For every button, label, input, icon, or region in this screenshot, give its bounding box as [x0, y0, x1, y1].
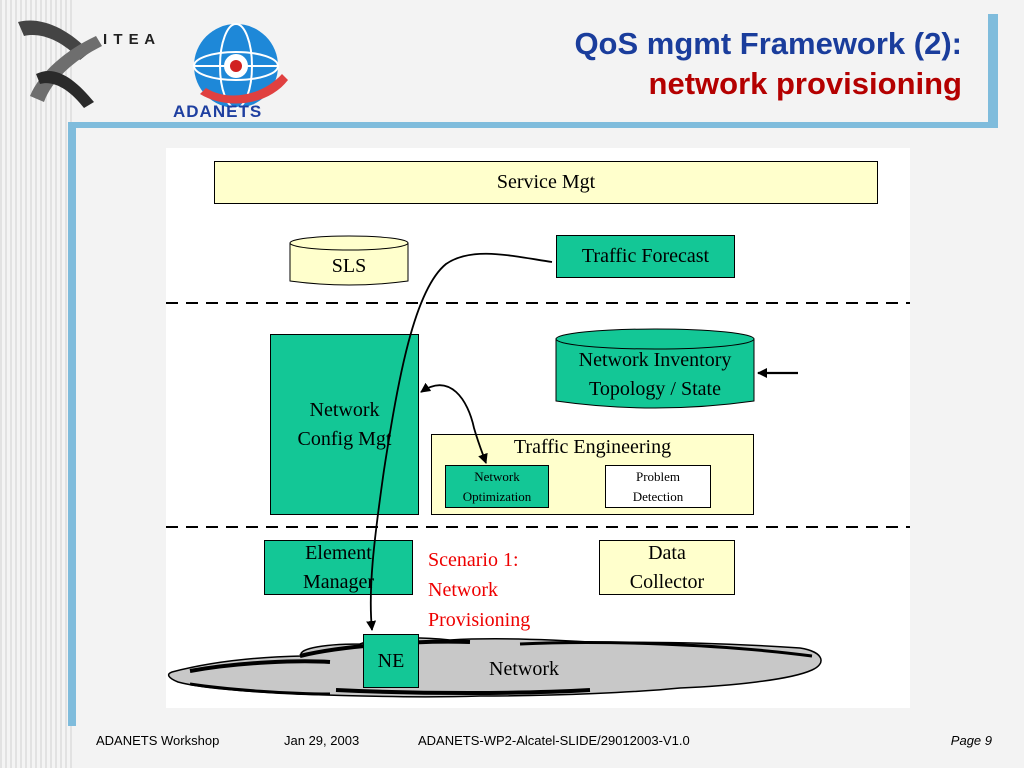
traffic-engineering-label: Traffic Engineering: [513, 436, 672, 458]
network-label: Network: [489, 658, 559, 680]
header-divider: [68, 122, 998, 128]
logo-itea-text: I T E A: [103, 31, 156, 48]
traffic-forecast-box: Traffic Forecast: [556, 235, 735, 278]
footer-date: Jan 29, 2003: [284, 733, 360, 748]
data-collector-box: Data Collector: [599, 540, 735, 595]
network-optimization-box: Network Optimization: [445, 465, 549, 508]
itea-adanets-logo: I T E A ADANETS: [18, 20, 288, 120]
element-manager-box: Element Manager: [264, 540, 413, 595]
slide-title: QoS mgmt Framework (2): network provisio…: [574, 24, 962, 104]
footer-event: ADANETS Workshop: [96, 733, 220, 748]
logo-adanets-text: ADANETS: [173, 102, 262, 120]
footer-page-number: Page 9: [950, 733, 992, 748]
footer-doc-id: ADANETS-WP2-Alcatel-SLIDE/29012003-V1.0: [418, 733, 690, 748]
problem-detection-box: Problem Detection: [605, 465, 711, 508]
sls-label: SLS: [331, 254, 367, 277]
decorative-stripes: [0, 0, 72, 768]
scenario-label: Scenario 1: Network Provisioning: [428, 549, 531, 631]
network-inventory-label: Network Inventory Topology / State: [578, 349, 732, 400]
accent-bar-left: [68, 128, 76, 726]
service-mgt-box: Service Mgt: [214, 161, 878, 204]
logo-red-swoosh: [200, 74, 288, 104]
accent-bar-right: [988, 14, 998, 128]
network-config-mgt-box: Network Config Mgt: [270, 334, 419, 515]
ne-box: NE: [363, 634, 419, 688]
title-line-1: QoS mgmt Framework (2):: [574, 26, 962, 61]
title-line-2: network provisioning: [648, 66, 962, 101]
